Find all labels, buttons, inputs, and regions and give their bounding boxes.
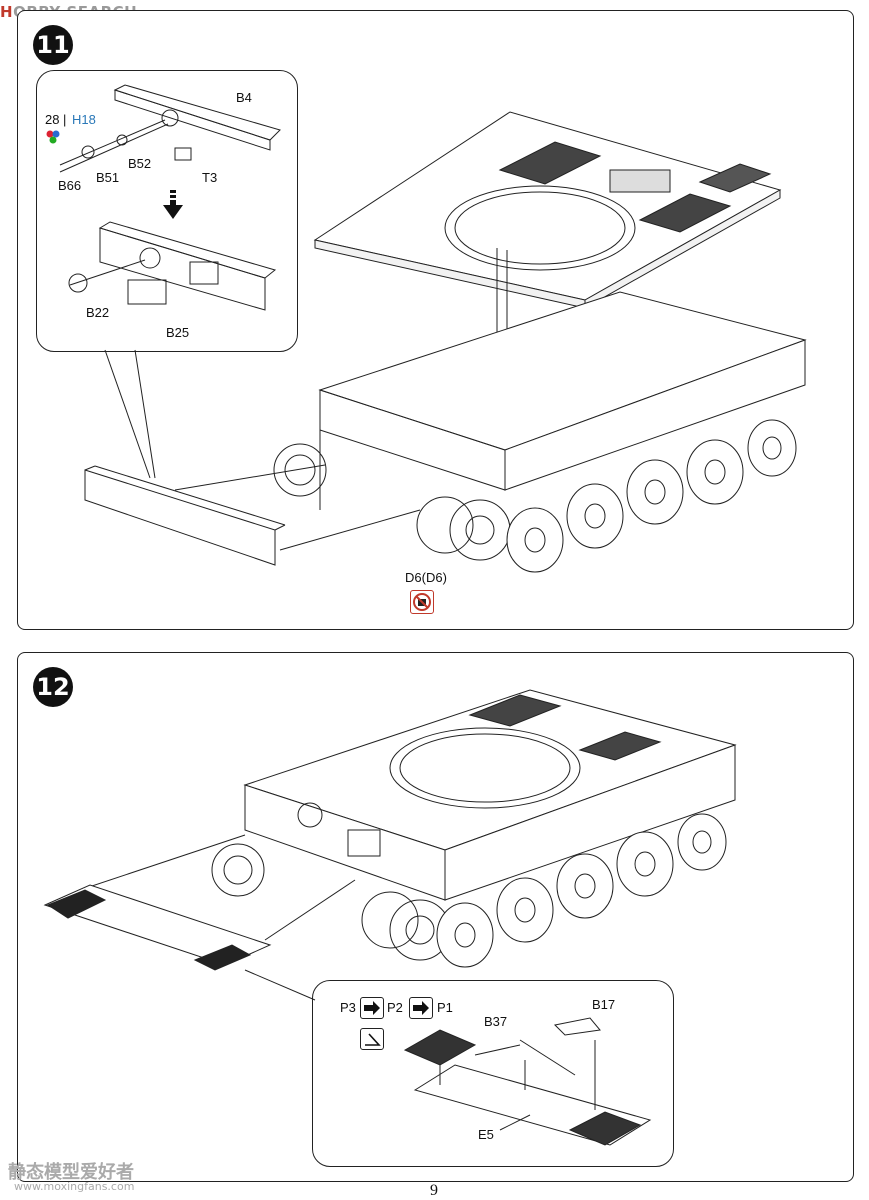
part-label-p2: P2 bbox=[387, 1000, 403, 1015]
part-label-t3: T3 bbox=[202, 170, 218, 185]
part-label-b25: B25 bbox=[166, 325, 190, 340]
paint-ref: H18 bbox=[72, 112, 96, 127]
right-arrow-icon bbox=[409, 997, 433, 1019]
part-label-d6: D6(D6) bbox=[405, 570, 447, 585]
paint-dots-icon bbox=[44, 130, 62, 144]
step-11-badge: 11 bbox=[33, 25, 73, 65]
part-label-b51: B51 bbox=[96, 170, 120, 185]
part-label-b22: B22 bbox=[86, 305, 110, 320]
paint-separator: | bbox=[63, 112, 67, 127]
bend-icon bbox=[360, 1028, 384, 1050]
part-label-e5: E5 bbox=[478, 1127, 494, 1142]
no-glue-icon bbox=[410, 590, 434, 614]
step-12-illustration bbox=[43, 689, 737, 1146]
step-12-badge: 12 bbox=[33, 667, 73, 707]
part-label-p1: P1 bbox=[437, 1000, 453, 1015]
part-label-p3: P3 bbox=[340, 1000, 356, 1015]
down-arrow-icon bbox=[163, 190, 183, 220]
paint-code: 28 bbox=[45, 112, 60, 127]
part-label-b66: B66 bbox=[58, 178, 82, 193]
part-label-b17: B17 bbox=[592, 997, 616, 1012]
part-label-b52: B52 bbox=[128, 156, 152, 171]
right-arrow-icon bbox=[360, 997, 384, 1019]
part-label-b37: B37 bbox=[484, 1014, 508, 1029]
page-number: 9 bbox=[430, 1182, 438, 1199]
watermark-bottom-cn: 静态模型爱好者 bbox=[8, 1162, 134, 1183]
watermark-bottom-url: www.moxingfans.com bbox=[14, 1180, 135, 1193]
part-label-b4: B4 bbox=[236, 90, 252, 105]
step-11-illustration bbox=[59, 84, 807, 573]
